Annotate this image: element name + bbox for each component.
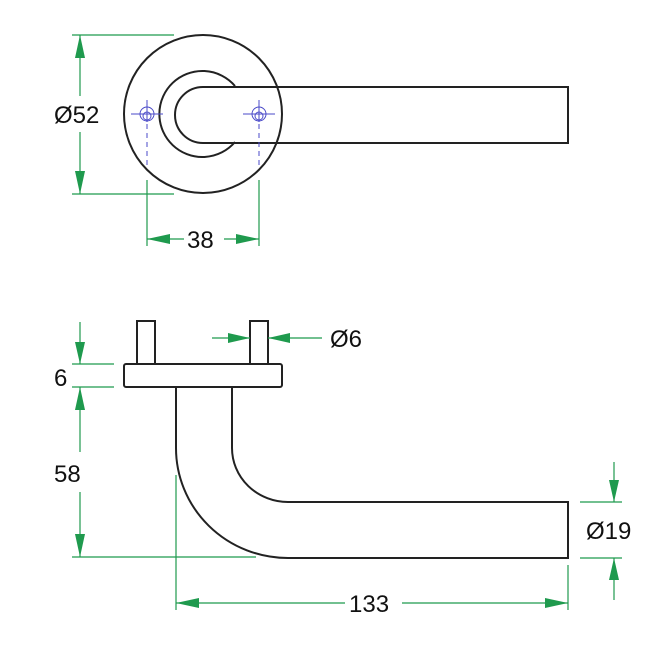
- rose-thickness-label: 6: [54, 365, 67, 392]
- dimension-fixing-centres: 38: [146, 180, 260, 254]
- rose-plate: [123, 363, 283, 388]
- dimension-projection: 58: [54, 387, 256, 558]
- dimension-lever-length: 133: [175, 475, 569, 618]
- dimension-rose-diameter: Ø52: [54, 34, 174, 195]
- pin-diameter-label: Ø6: [330, 326, 362, 353]
- side-view: 6 58 Ø6 133: [54, 320, 631, 618]
- lever-top-outline: [174, 86, 569, 144]
- projection-label: 58: [54, 461, 81, 488]
- screw-hole-right: [243, 100, 275, 168]
- rose-outline: [123, 34, 283, 194]
- fixing-pin-right: [249, 320, 269, 365]
- rose-inner-ring: [158, 70, 236, 158]
- fixing-pin-left: [136, 320, 156, 365]
- dimension-lever-diameter: Ø19: [580, 462, 631, 600]
- dimension-pin-diameter: Ø6: [212, 326, 362, 353]
- top-view: Ø52 38: [54, 34, 569, 254]
- lever-diameter-label: Ø19: [586, 518, 631, 545]
- fixing-centres-label: 38: [187, 227, 214, 254]
- lever-side-outline: [175, 387, 569, 559]
- rose-diameter-label: Ø52: [54, 102, 99, 129]
- lever-length-label: 133: [349, 591, 389, 618]
- screw-hole-left: [131, 100, 163, 168]
- dimension-rose-thickness: 6: [54, 322, 114, 392]
